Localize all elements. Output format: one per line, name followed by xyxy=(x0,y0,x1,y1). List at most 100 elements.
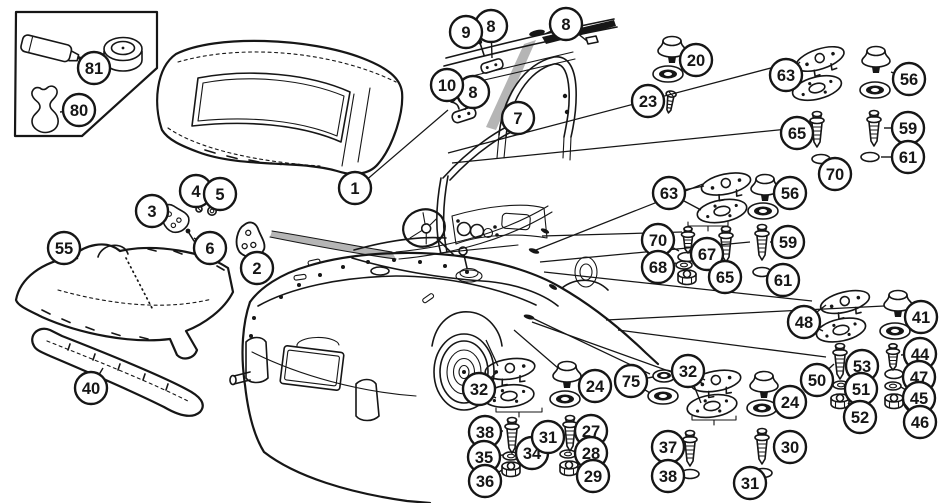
callout-label: 61 xyxy=(774,272,792,290)
callout-label: 56 xyxy=(781,185,799,203)
callout-67: 67 xyxy=(689,236,725,272)
callout-45: 45 xyxy=(900,380,937,416)
callout-label: 40 xyxy=(82,380,100,398)
callout-circle xyxy=(630,83,666,119)
callout-circle xyxy=(779,115,815,151)
exhaust-pipe xyxy=(233,371,251,385)
callout-32: 32 xyxy=(461,371,497,407)
callout-label: 48 xyxy=(795,314,813,332)
callout-81: 81 xyxy=(76,50,112,86)
callout-label: 29 xyxy=(584,468,602,486)
callout-label: 59 xyxy=(899,120,917,138)
callout-70: 70 xyxy=(817,156,853,192)
callout-circle xyxy=(707,259,743,295)
callout-24: 24 xyxy=(577,368,613,404)
callout-leader xyxy=(671,246,680,252)
callout-5: 5 xyxy=(202,176,238,212)
callout-circle xyxy=(192,230,228,266)
fan-leader-line xyxy=(543,271,813,302)
callout-label: 56 xyxy=(900,71,918,89)
callout-3: 3 xyxy=(134,193,170,229)
callout-46: 46 xyxy=(902,401,938,440)
dashboard xyxy=(451,204,548,245)
callout-label: 75 xyxy=(622,373,640,391)
callout-circle xyxy=(786,304,822,340)
callout-36: 36 xyxy=(467,463,503,499)
fastener-group-32a-24a xyxy=(482,354,582,478)
overrider-left xyxy=(245,336,269,384)
callout-leader xyxy=(544,30,552,35)
callout-circle xyxy=(577,368,613,404)
callout-52: 52 xyxy=(842,399,878,435)
callout-label: 31 xyxy=(741,475,759,493)
callout-label: 37 xyxy=(659,439,677,457)
callout-label: 81 xyxy=(85,60,103,78)
callout-61: 61 xyxy=(765,262,801,298)
callout-leader xyxy=(684,185,705,191)
callout-7: 7 xyxy=(500,100,536,136)
fan-leader-line xyxy=(513,329,559,369)
callout-2: 2 xyxy=(239,250,275,286)
callout-label: 41 xyxy=(912,309,930,327)
callout-label: 67 xyxy=(698,246,716,264)
callout-label: 8 xyxy=(468,84,477,102)
callout-label: 38 xyxy=(476,424,494,442)
callout-32: 32 xyxy=(670,353,706,404)
callout-50: 50 xyxy=(799,362,835,398)
fastener-smudges xyxy=(523,228,558,320)
callout-8: 8 xyxy=(455,74,491,111)
callout-circle xyxy=(337,170,373,206)
callout-10: 10 xyxy=(429,67,465,103)
clamp-plate-8c xyxy=(451,106,477,124)
callout-circle xyxy=(202,176,238,212)
callout-circle xyxy=(73,370,109,406)
sealer-tin xyxy=(103,36,143,72)
callout-70: 70 xyxy=(640,222,680,258)
callout-circle xyxy=(765,262,801,298)
rear-window xyxy=(191,72,351,143)
deck-snap-dots xyxy=(249,258,469,338)
callout-label: 59 xyxy=(779,234,797,252)
gear-lever xyxy=(455,246,483,283)
clamp-plate-8a xyxy=(480,58,504,74)
callout-label: 31 xyxy=(539,429,557,447)
callout-circle xyxy=(689,236,725,272)
callout-48: 48 xyxy=(786,304,827,340)
callout-circle xyxy=(448,14,484,50)
callout-label: 61 xyxy=(899,149,917,167)
adhesive-tube xyxy=(20,34,82,63)
callout-24: 24 xyxy=(772,384,808,420)
fan-leader-line xyxy=(605,305,885,321)
fan-leader-line xyxy=(617,329,827,358)
callout-leader xyxy=(828,363,835,370)
callout-label: 63 xyxy=(777,67,795,85)
callout-circle xyxy=(768,57,804,93)
callout-65: 65 xyxy=(707,259,743,295)
callout-label: 30 xyxy=(781,439,799,457)
car-body xyxy=(229,204,660,503)
callout-label: 7 xyxy=(513,110,522,128)
screw-6 xyxy=(185,228,195,242)
fastener-group-48-41 xyxy=(813,285,913,347)
channel-clip xyxy=(529,29,545,37)
callout-circle xyxy=(640,249,676,285)
callout-label: 45 xyxy=(910,390,928,408)
fan-leader-line xyxy=(451,128,789,164)
callout-circle xyxy=(890,139,926,175)
callout-circle xyxy=(770,224,806,260)
callout-leader xyxy=(682,199,702,211)
callout-label: 6 xyxy=(205,240,214,258)
callout-label: 63 xyxy=(660,185,678,203)
callout-circle xyxy=(903,299,939,335)
callout-label: 2 xyxy=(252,260,261,278)
callout-circle xyxy=(429,67,465,103)
grommet-buffer xyxy=(31,85,59,134)
callout-label: 20 xyxy=(687,52,705,70)
overrider-right xyxy=(355,378,380,422)
steering-wheel xyxy=(402,208,455,256)
callout-35: 35 xyxy=(466,439,504,475)
callout-68: 68 xyxy=(640,249,677,285)
far-wheel xyxy=(561,256,609,291)
